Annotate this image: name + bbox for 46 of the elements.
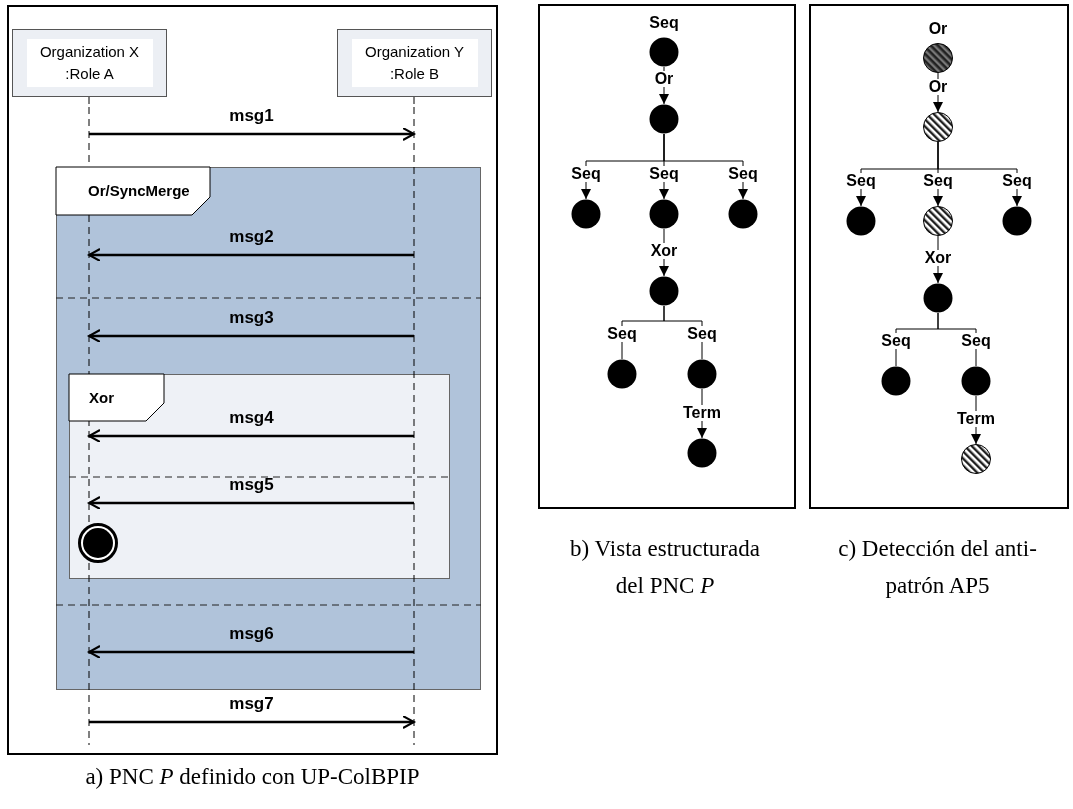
message-arrow (88, 329, 414, 343)
message-label: msg1 (229, 106, 274, 124)
message-arrow (88, 429, 414, 443)
edge-label: Xor (923, 250, 953, 266)
node-type-label: Seq (648, 15, 680, 33)
final-state-circle (78, 523, 118, 563)
message-label: msg4 (229, 408, 274, 426)
caption: a) PNC P definido con UP-ColBPIP (84, 763, 421, 791)
message-label: msg7 (229, 694, 274, 712)
message-label: msg2 (229, 227, 274, 245)
edge-label: Seq (570, 166, 602, 182)
tree-arrow (937, 141, 1022, 207)
edge-label: Term (682, 405, 722, 421)
message-label: msg6 (229, 624, 274, 642)
edge-label: Seq (880, 333, 912, 349)
edge-label: Seq (606, 326, 638, 342)
fragment-label: Or/SyncMerge (88, 182, 190, 199)
tree-arrow (663, 133, 748, 200)
edge-label: Seq (960, 333, 992, 349)
edge-label: Seq (845, 173, 877, 189)
caption: c) Detección del anti-patrón AP5 (837, 535, 1038, 600)
message-arrow (89, 715, 415, 729)
message-arrow (88, 645, 414, 659)
fragment-label: Xor (89, 389, 114, 406)
edge-label: Term (956, 411, 996, 427)
message-arrow (89, 127, 415, 141)
message-label: msg5 (229, 475, 274, 493)
lifeline-head (337, 29, 492, 97)
edge-label: Seq (727, 166, 759, 182)
fragment-box (56, 167, 481, 690)
edge-label: Or (653, 71, 675, 87)
fragment-box (69, 374, 450, 579)
participant-label: Organization X :Role A (26, 39, 153, 87)
caption: b) Vista estructurada del PNC P (569, 535, 761, 600)
lifeline-head (12, 29, 167, 97)
message-arrow (88, 248, 414, 262)
message-label: msg3 (229, 308, 274, 326)
node-type-label: Or (927, 21, 949, 39)
edge-label: Seq (686, 326, 718, 342)
edge-label: Or (927, 79, 949, 95)
message-arrow (88, 496, 414, 510)
edge-label: Seq (922, 173, 954, 189)
participant-label: Organization Y :Role B (351, 39, 478, 87)
edge-label: Seq (1001, 173, 1033, 189)
edge-label: Seq (648, 166, 680, 182)
edge-label: Xor (649, 243, 679, 259)
